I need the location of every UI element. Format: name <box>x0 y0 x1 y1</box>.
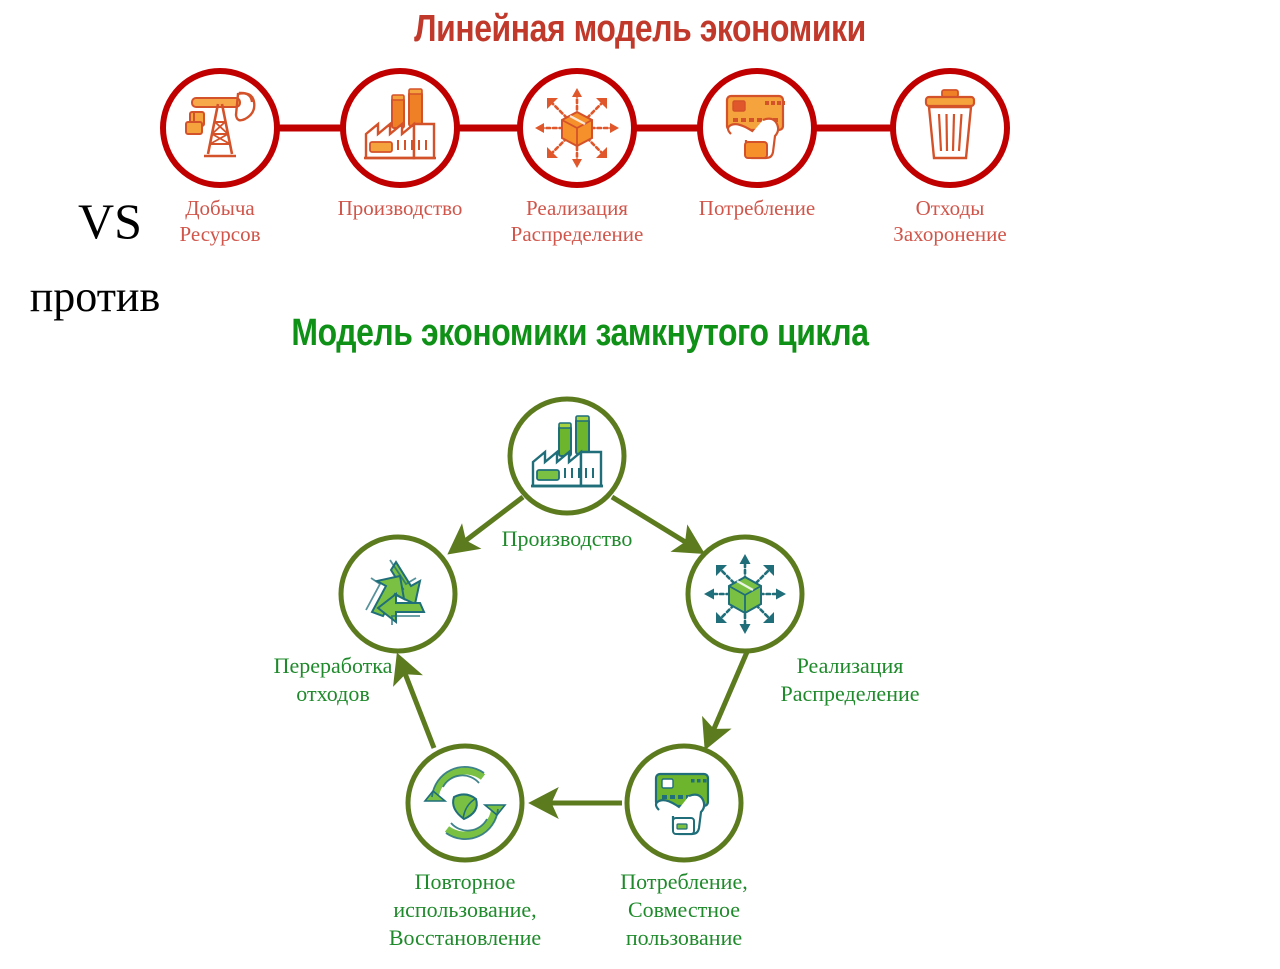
arrow-production-to-distribution <box>610 494 705 555</box>
label-line: отходов <box>296 681 370 707</box>
label-line: использование, <box>393 897 537 923</box>
cycle-arrows <box>393 494 750 820</box>
cycle-node-label-reuse: Повторное использование, Восстановление <box>365 868 565 952</box>
label-line: Повторное <box>414 869 516 894</box>
label-line: Реализация <box>526 196 628 220</box>
versus-latin-label: VS <box>78 193 142 249</box>
linear-node-label-0: Добыча Ресурсов <box>120 196 320 247</box>
label-line: Переработка <box>273 653 393 678</box>
label-line: Добыча <box>185 196 255 220</box>
versus-russian-label: против <box>29 272 161 321</box>
linear-node-label-2: Реализация Распределение <box>467 196 687 247</box>
label-line: Распределение <box>510 221 644 246</box>
label-line: Восстановление <box>388 925 542 951</box>
cycle-node-label-recycling: Переработка отходов <box>233 652 433 708</box>
label-line: Отходы <box>915 196 985 220</box>
linear-node-label-3: Потребление <box>652 196 862 222</box>
label-line: Производство <box>501 526 633 551</box>
cycle-node-icon-distribution-box-icon <box>702 552 788 636</box>
cycle-node-label-consumption: Потребление, Совместное пользование <box>584 868 784 952</box>
label-line: Потребление, <box>620 869 748 894</box>
arrow-production-to-recycling <box>447 495 525 555</box>
linear-node-label-1: Производство <box>290 196 510 222</box>
label-line: Захоронение <box>893 221 1007 246</box>
label-line: Совместное <box>627 897 741 923</box>
label-line: Распределение <box>780 681 920 707</box>
cycle-node-label-distribution: Реализация Распределение <box>730 652 970 708</box>
circular-model-title: Модель экономики замкнутого цикла <box>291 312 869 354</box>
label-line: Ресурсов <box>179 221 261 246</box>
linear-chain-graphic <box>160 68 1010 188</box>
label-line: пользование <box>625 925 743 951</box>
label-line: Реализация <box>796 653 904 678</box>
label-line: Потребление <box>698 196 816 220</box>
arrow-distribution-to-consumption <box>702 651 750 751</box>
linear-model-title: Линейная модель экономики <box>414 8 866 50</box>
arrow-reuse-to-recycling <box>393 652 437 749</box>
linear-node-label-4: Отходы Захоронение <box>845 196 1055 247</box>
label-line: Производство <box>337 196 463 220</box>
cycle-node-label-production: Производство <box>467 525 667 553</box>
